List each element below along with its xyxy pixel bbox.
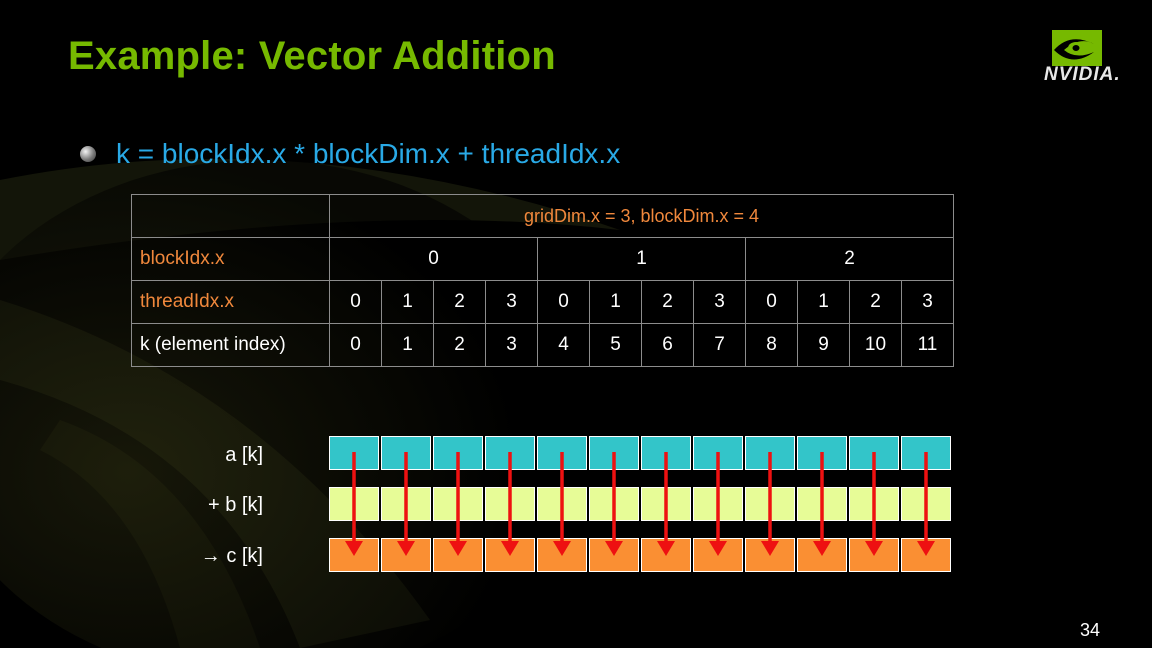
k-cell: 9 <box>797 323 850 367</box>
thread-idx-cell: 1 <box>589 280 642 324</box>
array-a-cell <box>381 436 431 470</box>
array-a-cell <box>901 436 951 470</box>
array-b-cell <box>745 487 795 521</box>
array-c-cell <box>745 538 795 572</box>
table-row: blockIdx.x 0 1 2 <box>131 237 954 281</box>
array-c-cell <box>433 538 483 572</box>
k-cell: 0 <box>329 323 382 367</box>
array-a-cell <box>433 436 483 470</box>
array-c-cell <box>641 538 691 572</box>
array-c <box>329 538 953 572</box>
array-c-cell <box>797 538 847 572</box>
array-b-cell <box>381 487 431 521</box>
k-cell: 1 <box>381 323 434 367</box>
bullet-icon <box>80 146 96 162</box>
array-a-cell <box>641 436 691 470</box>
k-cell: 4 <box>537 323 590 367</box>
array-c-cell <box>693 538 743 572</box>
thread-idx-cell: 0 <box>537 280 590 324</box>
thread-idx-cell: 2 <box>641 280 694 324</box>
thread-idx-cell: 0 <box>745 280 798 324</box>
row-label-k: k (element index) <box>131 323 330 367</box>
page-title: Example: Vector Addition <box>68 34 556 78</box>
thread-idx-cell: 0 <box>329 280 382 324</box>
array-c-cell <box>485 538 535 572</box>
grid-dims-header: gridDim.x = 3, blockDim.x = 4 <box>329 194 954 238</box>
page-number: 34 <box>1080 620 1101 640</box>
thread-idx-cell: 3 <box>485 280 538 324</box>
array-a-cell <box>329 436 379 470</box>
formula-bullet: k = blockIdx.x * blockDim.x + threadIdx.… <box>116 138 621 169</box>
nvidia-logo-text: NVIDIA. <box>1044 64 1121 85</box>
array-a-cell <box>485 436 535 470</box>
array-c-cell <box>849 538 899 572</box>
array-b-cell <box>693 487 743 521</box>
array-a-cell <box>537 436 587 470</box>
array-a-cell <box>797 436 847 470</box>
thread-idx-cell: 2 <box>849 280 902 324</box>
array-b-cell <box>849 487 899 521</box>
array-c-cell <box>901 538 951 572</box>
k-cell: 3 <box>485 323 538 367</box>
k-cell: 10 <box>849 323 902 367</box>
k-cell: 7 <box>693 323 746 367</box>
array-a <box>329 436 953 470</box>
array-c-cell <box>537 538 587 572</box>
thread-idx-cell: 3 <box>901 280 954 324</box>
thread-idx-cell: 1 <box>797 280 850 324</box>
array-a-label: a [k] <box>225 444 263 466</box>
table-row: threadIdx.x 0 1 2 3 0 1 2 3 0 1 2 3 <box>131 280 954 324</box>
array-b-cell <box>589 487 639 521</box>
table-row: k (element index) 0 1 2 3 4 5 6 7 8 9 10… <box>131 323 954 367</box>
array-b-cell <box>329 487 379 521</box>
array-a-cell <box>589 436 639 470</box>
array-b-cell <box>901 487 951 521</box>
thread-idx-cell: 1 <box>381 280 434 324</box>
array-a-cell <box>745 436 795 470</box>
k-cell: 5 <box>589 323 642 367</box>
block-idx-cell: 0 <box>329 237 538 281</box>
array-c-cell <box>329 538 379 572</box>
array-c-cell <box>381 538 431 572</box>
thread-idx-cell: 3 <box>693 280 746 324</box>
thread-idx-cell: 2 <box>433 280 486 324</box>
k-cell: 6 <box>641 323 694 367</box>
array-c-label: → c [k] <box>200 545 263 567</box>
array-c-cell <box>589 538 639 572</box>
array-a-cell <box>693 436 743 470</box>
k-cell: 2 <box>433 323 486 367</box>
array-b-cell <box>433 487 483 521</box>
row-label-threadidx: threadIdx.x <box>131 280 330 324</box>
k-cell: 11 <box>901 323 954 367</box>
array-b-cell <box>485 487 535 521</box>
table-header-row: gridDim.x = 3, blockDim.x = 4 <box>131 194 954 238</box>
array-b-label: + b [k] <box>207 494 263 516</box>
index-table: gridDim.x = 3, blockDim.x = 4 blockIdx.x… <box>131 194 954 367</box>
row-label-blockidx: blockIdx.x <box>131 237 330 281</box>
block-idx-cell: 1 <box>537 237 746 281</box>
k-cell: 8 <box>745 323 798 367</box>
nvidia-eye-icon <box>1052 30 1102 66</box>
array-b <box>329 487 953 521</box>
block-idx-cell: 2 <box>745 237 954 281</box>
table-corner-cell <box>131 194 330 238</box>
array-b-cell <box>537 487 587 521</box>
array-a-cell <box>849 436 899 470</box>
array-b-cell <box>641 487 691 521</box>
array-b-cell <box>797 487 847 521</box>
